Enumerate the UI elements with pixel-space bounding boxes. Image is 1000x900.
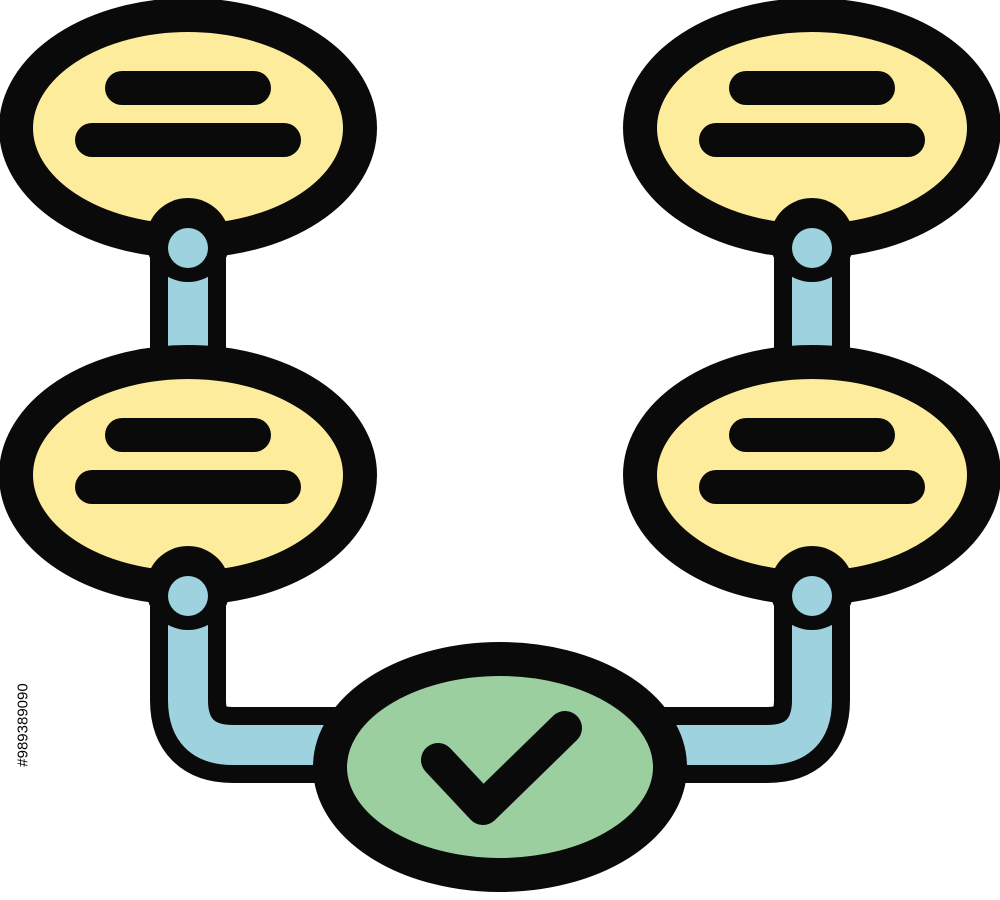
stock-id-text: #989389090: [14, 683, 32, 767]
approve-node: [313, 642, 687, 892]
checkmark-icon: [421, 711, 582, 825]
top-right-node: [623, 0, 1000, 258]
middle-right-node: [623, 345, 1000, 605]
middle-left-node: [0, 345, 377, 605]
top-left-node: [0, 0, 377, 258]
node-joint-fills: [168, 228, 832, 616]
stock-id-watermark: #989389090: [8, 655, 38, 795]
